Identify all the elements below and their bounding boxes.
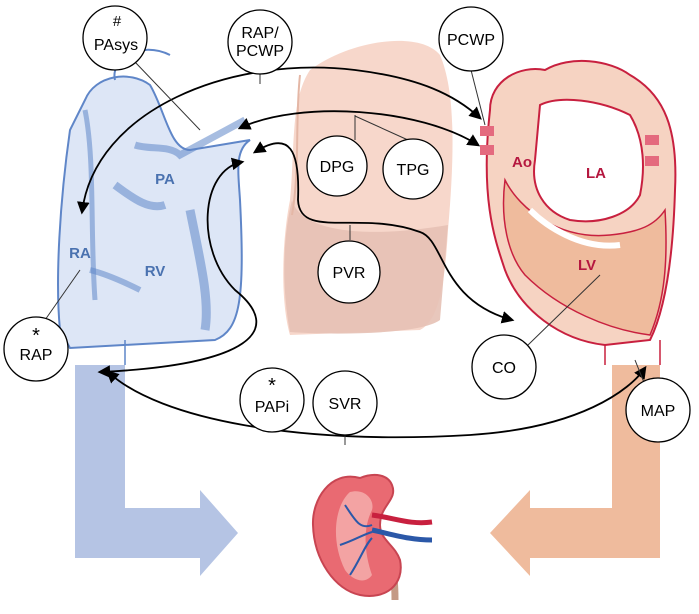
arterial-flow-arrow [490, 365, 660, 576]
pasys-bubble: # PAsys [82, 5, 148, 71]
papi-bubble: * PAPi [239, 367, 305, 433]
ao-label: Ao [512, 154, 532, 171]
svr-label: SVR [329, 396, 362, 413]
tpg-bubble: TPG [382, 138, 444, 200]
svr-bubble: SVR [312, 370, 378, 436]
rap-pcwp-label-line1: RAP/ [241, 25, 279, 42]
rap-bubble: * RAP [3, 316, 69, 382]
right-heart-illustration [57, 48, 251, 365]
map-bubble: MAP [625, 377, 691, 443]
map-label: MAP [641, 403, 676, 420]
tpg-label: TPG [397, 162, 430, 179]
rv-label: RV [145, 263, 166, 280]
pvr-label: PVR [333, 265, 366, 282]
pa-label: PA [155, 171, 175, 188]
pvr-bubble: PVR [317, 240, 381, 304]
ra-label: RA [69, 245, 91, 262]
co-bubble: CO [471, 334, 537, 400]
dpg-bubble: DPG [306, 135, 368, 197]
pcwp-label: PCWP [447, 32, 495, 49]
flow-arrows [77, 66, 647, 439]
venous-return-arrow [75, 365, 238, 576]
pcwp-bubble: PCWP [438, 6, 504, 72]
la-label: LA [586, 165, 606, 182]
rap-pcwp-bubble: RAP/ PCWP [227, 9, 293, 75]
dpg-label: DPG [320, 159, 355, 176]
rap-pcwp-label-line2: PCWP [236, 43, 284, 60]
rap-mark: * [32, 325, 40, 347]
pasys-mark: # [113, 13, 122, 30]
pasys-label: PAsys [94, 37, 138, 54]
lv-label: LV [578, 257, 596, 274]
co-label: CO [492, 360, 516, 377]
papi-label: PAPi [255, 399, 289, 416]
rap-label: RAP [20, 347, 53, 364]
kidney-icon [311, 473, 433, 601]
papi-mark: * [268, 375, 276, 397]
